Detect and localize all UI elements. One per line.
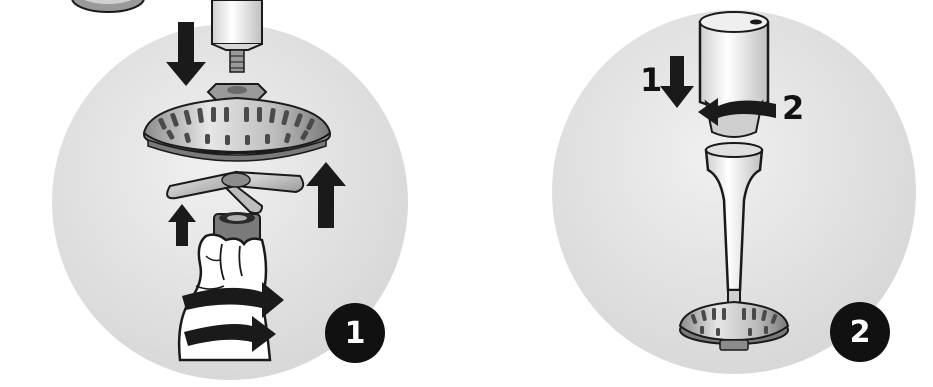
step-badge-2: 2 xyxy=(830,302,890,362)
step-arrow-label-2: 2 xyxy=(782,92,804,124)
step-badge-1: 1 xyxy=(325,303,385,363)
step-arrow-label-1: 1 xyxy=(640,64,662,96)
partial-disc-thumbnail xyxy=(72,0,144,12)
